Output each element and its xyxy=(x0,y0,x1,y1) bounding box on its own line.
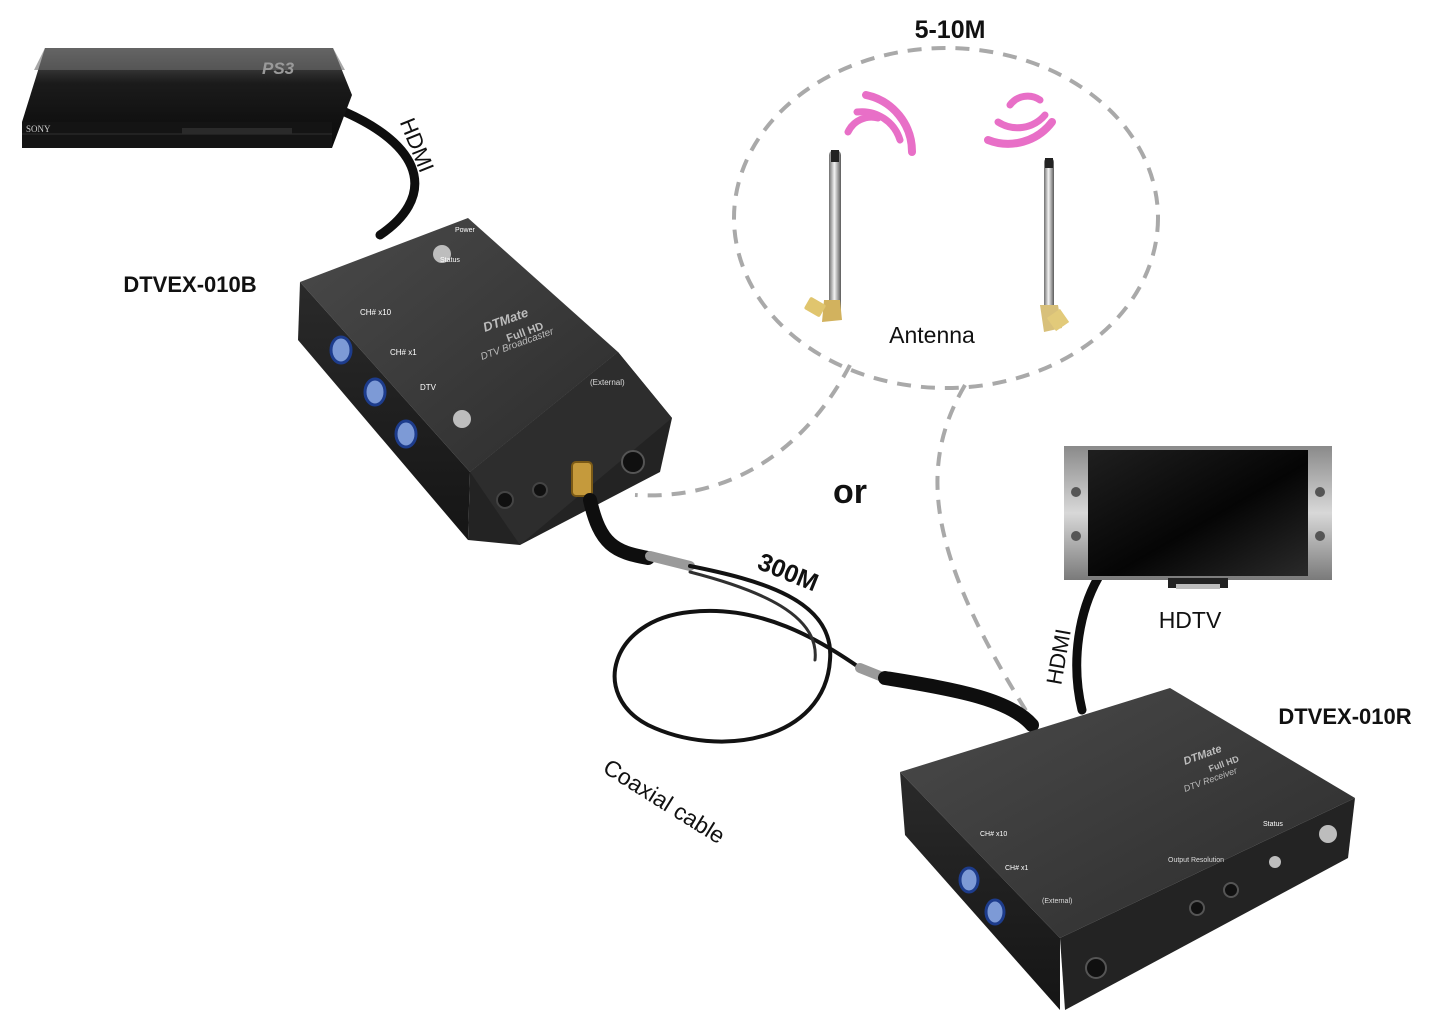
range-title: 5-10M xyxy=(915,16,986,44)
broadcaster-external: (External) xyxy=(590,378,625,387)
receiver-ch-a: CH# x10 xyxy=(980,831,1007,838)
coaxial-cable-icon xyxy=(583,493,1039,744)
hdmi-bottom-label: HDMI xyxy=(1041,627,1075,687)
or-label: or xyxy=(833,473,867,511)
broadcaster-status: Status xyxy=(440,257,460,264)
wireless-range-outline xyxy=(634,46,1160,727)
receiver-model-label: DTVEX-010R xyxy=(1278,704,1411,729)
channel-knobs xyxy=(329,335,418,449)
tv-icon xyxy=(1064,446,1332,589)
broadcaster-power: Power xyxy=(455,227,476,234)
receiver-external: (External) xyxy=(1042,898,1072,905)
hdmi-cable-top xyxy=(340,107,420,240)
broadcaster-ch-b: CH# x1 xyxy=(390,348,417,357)
cable-distance-label: 300M xyxy=(754,548,822,597)
hdtv-label: HDTV xyxy=(1159,607,1222,633)
receiver-status: Status xyxy=(1263,821,1283,828)
broadcaster-box-icon: DTMate Full HD DTV Broadcaster CH# x1 CH… xyxy=(298,218,672,545)
broadcaster-ch-a: CH# x10 xyxy=(360,308,392,317)
receiver-output-resolution: Output Resolution xyxy=(1168,857,1224,864)
antenna-label: Antenna xyxy=(889,322,975,348)
antenna-icon xyxy=(804,150,1070,332)
sony-logo: SONY xyxy=(26,124,51,134)
receiver-ch-b: CH# x1 xyxy=(1005,865,1028,872)
ps3-console-icon: PS3 SONY xyxy=(22,48,352,148)
broadcaster-dtv: DTV xyxy=(420,383,437,392)
ps3-logo: PS3 xyxy=(262,59,295,78)
coaxial-cable-label: Coaxial cable xyxy=(599,754,730,849)
receiver-box-icon: DTMate Full HD DTV Receiver CH# x10 CH# … xyxy=(900,688,1355,1010)
signal-wave-icon xyxy=(844,91,1056,156)
hdmi-cable-bottom xyxy=(1072,573,1103,715)
receiver-channel-knobs xyxy=(958,866,1006,926)
broadcaster-model-label: DTVEX-010B xyxy=(123,272,256,297)
